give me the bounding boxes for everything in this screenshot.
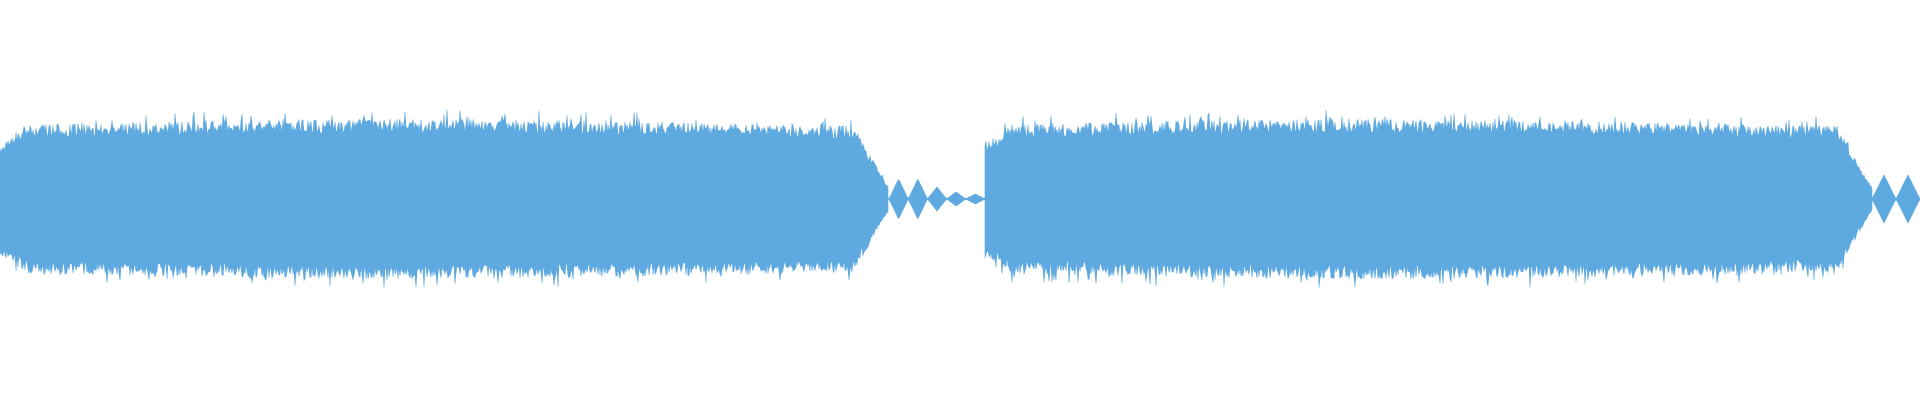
- waveform-loud-region: [984, 110, 1873, 288]
- waveform-track: [0, 109, 1920, 288]
- waveform-quiet-region: [1871, 174, 1920, 224]
- waveform-loud-region: [0, 109, 889, 288]
- waveform-quiet-region: [888, 178, 986, 220]
